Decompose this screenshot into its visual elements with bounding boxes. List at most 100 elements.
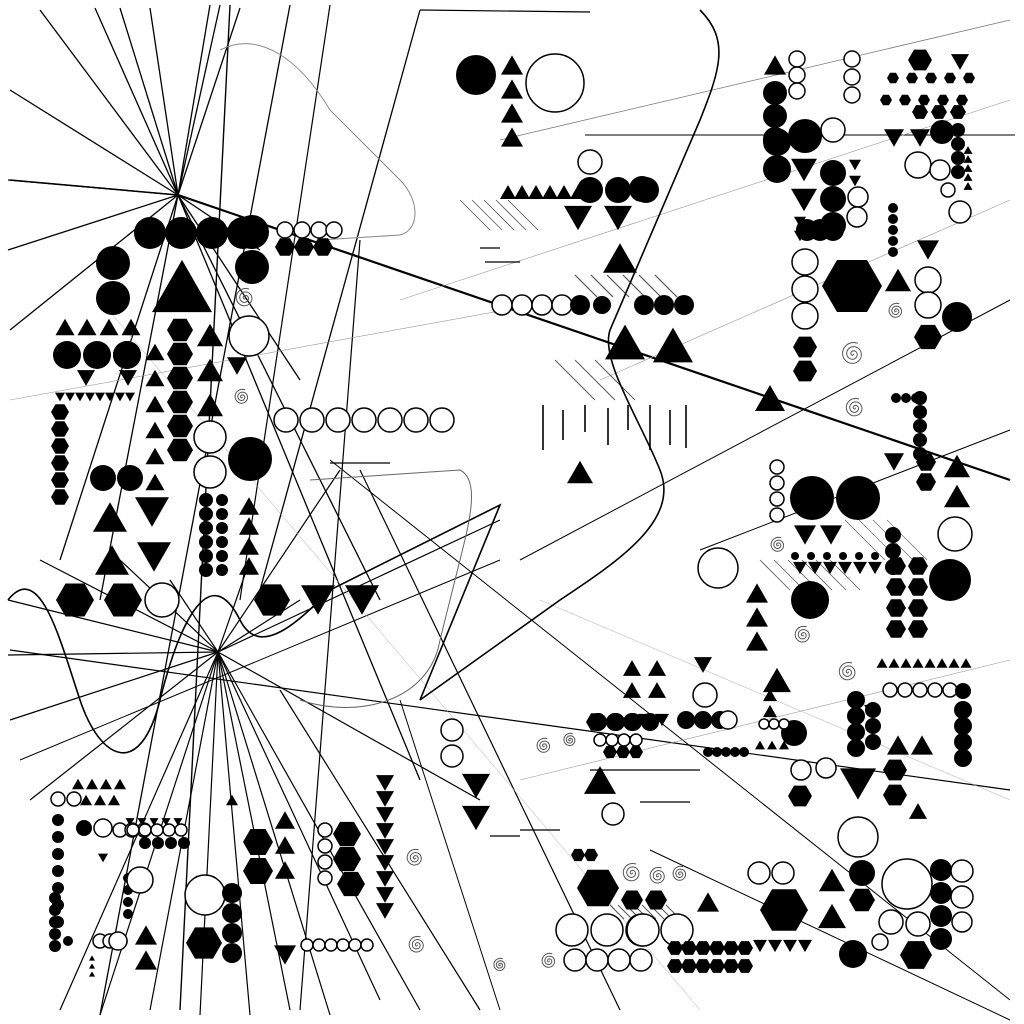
line xyxy=(759,559,791,591)
filled-circle xyxy=(139,837,151,849)
hollow-circle xyxy=(325,407,351,433)
hollow-circle xyxy=(108,931,128,951)
hollow-circle xyxy=(491,294,513,316)
filled-circle xyxy=(222,883,242,903)
hexagon xyxy=(571,848,585,862)
triangle-up xyxy=(763,667,791,693)
filled-circle xyxy=(199,521,213,535)
triangle-up xyxy=(55,318,75,336)
hollow-circle xyxy=(184,874,226,916)
filled-circle xyxy=(954,717,972,735)
hollow-circle xyxy=(769,475,785,491)
filled-circle xyxy=(888,203,898,213)
hexagon xyxy=(275,238,295,256)
hollow-circle xyxy=(758,718,770,730)
triangle-up xyxy=(764,55,786,75)
hexagon xyxy=(294,238,314,256)
triangle-down xyxy=(55,392,65,402)
filled-circle xyxy=(674,295,694,315)
filled-circle xyxy=(951,123,965,137)
line xyxy=(29,651,219,801)
line xyxy=(217,651,331,1016)
triangle-up xyxy=(912,658,924,668)
line xyxy=(7,599,219,653)
filled-circle xyxy=(885,527,901,543)
hollow-circle xyxy=(937,516,973,552)
filled-circle xyxy=(913,391,927,405)
triangle-up xyxy=(936,658,948,668)
triangle-down xyxy=(820,525,842,545)
spiral xyxy=(235,287,253,307)
triangle-up xyxy=(135,925,157,945)
hollow-circle xyxy=(563,948,587,972)
hollow-circle xyxy=(312,938,326,952)
hollow-circle xyxy=(144,582,180,618)
hexagon xyxy=(788,785,812,807)
filled-circle xyxy=(891,393,901,403)
hollow-circle xyxy=(440,744,464,768)
filled-circle xyxy=(763,128,791,156)
line xyxy=(177,194,421,781)
hollow-circle xyxy=(525,53,585,113)
hollow-circle xyxy=(351,407,377,433)
line xyxy=(9,649,1011,791)
line xyxy=(59,194,179,561)
filled-circle xyxy=(791,552,799,560)
triangle-down xyxy=(85,392,95,402)
filled-circle xyxy=(570,295,590,315)
hollow-circle xyxy=(778,718,790,730)
hollow-circle xyxy=(948,200,972,224)
filled-circle xyxy=(913,433,927,447)
triangle-down xyxy=(808,561,822,575)
line xyxy=(801,559,833,591)
hollow-circle xyxy=(768,718,780,730)
hollow-circle xyxy=(881,858,933,910)
filled-circle xyxy=(624,713,642,731)
triangle-down xyxy=(173,818,183,826)
triangle-up xyxy=(623,682,641,698)
hollow-circle xyxy=(66,791,82,807)
hexagon xyxy=(963,72,975,84)
hexagon xyxy=(956,94,968,106)
triangle-up xyxy=(909,803,927,819)
filled-circle xyxy=(888,247,898,257)
triangle-up xyxy=(885,268,911,292)
spiral xyxy=(493,957,506,972)
line xyxy=(590,274,614,298)
filled-circle xyxy=(52,882,64,894)
triangle-down xyxy=(868,561,882,575)
hexagon xyxy=(586,713,606,731)
hexagon xyxy=(681,959,697,973)
triangle-down xyxy=(301,585,335,615)
filled-circle xyxy=(117,465,143,491)
line xyxy=(419,9,591,13)
spiral xyxy=(770,536,785,552)
triangle-up xyxy=(653,327,693,363)
triangle-up xyxy=(779,740,789,750)
filled-circle xyxy=(49,940,61,952)
hexagon xyxy=(313,238,333,256)
hexagon xyxy=(908,49,932,71)
triangle-down xyxy=(753,939,767,953)
triangle-up xyxy=(963,164,973,172)
triangle-up xyxy=(145,395,165,413)
long-curve xyxy=(419,9,720,701)
filled-circle xyxy=(199,535,213,549)
hexagon xyxy=(51,438,69,454)
triangle-down xyxy=(161,818,171,826)
line xyxy=(39,9,179,196)
triangle-up xyxy=(924,658,936,668)
hollow-circle xyxy=(150,823,164,837)
triangle-up xyxy=(556,185,572,199)
filled-circle xyxy=(839,940,867,968)
hollow-circle xyxy=(791,275,819,303)
triangle-down xyxy=(917,240,939,260)
hexagon xyxy=(51,404,69,420)
hollow-circle xyxy=(555,913,589,947)
triangle-down xyxy=(768,939,782,953)
triangle-down xyxy=(840,768,876,800)
filled-circle xyxy=(763,104,787,128)
spiral xyxy=(794,625,810,643)
filled-circle xyxy=(712,747,722,757)
triangle-down xyxy=(376,839,394,855)
